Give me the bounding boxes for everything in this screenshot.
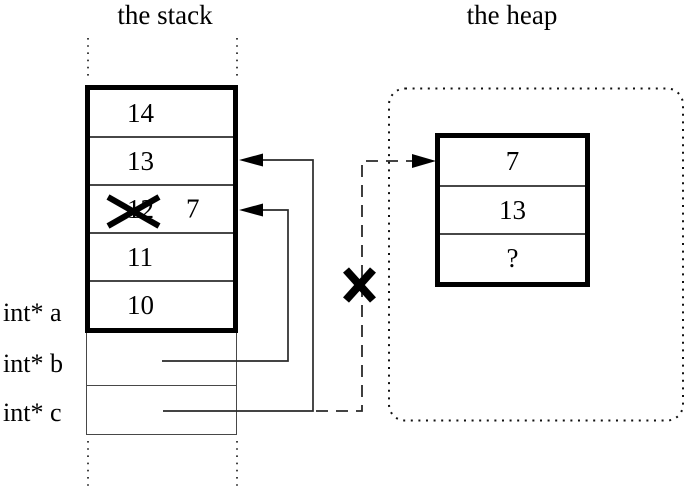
stack-cell-value: 14 — [127, 97, 154, 128]
pointer-c-cell — [87, 386, 236, 432]
stack-cell-value: 13 — [127, 145, 154, 176]
stack-cell-11: 11 — [90, 232, 233, 280]
dangling-heap-arrow — [316, 154, 436, 412]
heap-title: the heap — [466, 0, 558, 30]
stack-cell-14: 14 — [90, 90, 233, 136]
invalid-pointer-cross-icon — [343, 267, 376, 303]
stack-title: the stack — [117, 0, 213, 30]
stack-cell-13: 13 — [90, 136, 233, 184]
stack-frame-box: 14 13 12 7 11 10 — [85, 85, 238, 333]
heap-cell-2: ? — [440, 233, 585, 282]
heap-cell-value: 7 — [505, 145, 520, 176]
heap-object-box: 7 13 ? — [435, 133, 590, 287]
stack-cell-old-value: 12 — [127, 193, 154, 224]
stack-cell-10: 10 — [90, 280, 233, 328]
stack-cell-value: 11 — [127, 241, 153, 272]
dangling-heap-arrowhead-icon — [412, 154, 436, 168]
pointer-label-c: int* c — [3, 398, 62, 427]
stack-cell-value: 10 — [127, 289, 154, 320]
pointer-b-arrowhead-icon — [239, 203, 263, 217]
stack-cell-new-value: 7 — [186, 193, 200, 224]
heap-cell-0: 7 — [440, 138, 585, 185]
heap-cell-value: 13 — [499, 194, 526, 225]
pointer-b-cell — [87, 333, 236, 387]
heap-cell-1: 13 — [440, 184, 585, 234]
stack-cell-overwritten: 12 7 — [90, 184, 233, 232]
pointer-label-b: int* b — [3, 349, 63, 378]
pointer-c-arrowhead-icon — [239, 153, 263, 167]
pointer-label-a: int* a — [3, 298, 62, 327]
pointer-variable-cells — [86, 333, 237, 435]
heap-cell-value: ? — [506, 243, 519, 274]
